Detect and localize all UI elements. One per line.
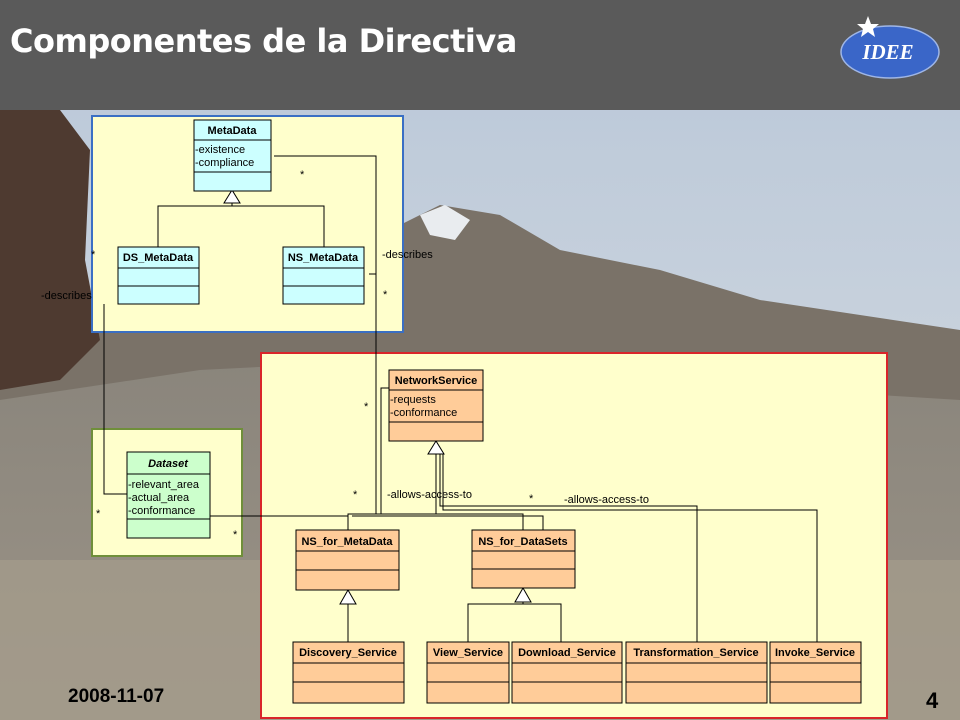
attr-metadata-1: -compliance xyxy=(195,157,254,169)
generalization-line-networkservice-3 xyxy=(442,454,818,642)
attr-dataset-1: -actual_area xyxy=(128,492,190,504)
class-ds-metadata xyxy=(117,246,200,305)
label-allows-access-right: -allows-access-to xyxy=(564,494,649,506)
class-ns-metadata xyxy=(282,246,365,305)
attr-networkservice-0: -requests xyxy=(390,394,436,406)
assoc-describes-right xyxy=(274,155,377,514)
attr-networkservice-1: -conformance xyxy=(390,407,457,419)
mult-8: * xyxy=(233,529,238,541)
triangle-ns-datasets xyxy=(514,586,532,603)
mult-7: * xyxy=(96,508,101,520)
class-ns-for-metadata xyxy=(295,529,400,591)
class-transformation-service xyxy=(625,641,768,704)
mult-2: * xyxy=(91,249,96,261)
idee-logo xyxy=(840,16,940,79)
mult-4: * xyxy=(364,401,369,413)
class-name-ns-metadata: NS_MetaData xyxy=(288,252,359,264)
triangle-networkservice xyxy=(427,440,445,455)
assoc-networkservice-ns xyxy=(380,387,391,514)
class-metadata xyxy=(193,119,272,192)
class-name-invoke-service: Invoke_Service xyxy=(775,647,855,659)
assoc-dataset-access xyxy=(210,515,544,532)
class-name-networkservice: NetworkService xyxy=(395,375,478,387)
class-name-transformation-service: Transformation_Service xyxy=(633,647,758,659)
generalization-line-networkservice-2 xyxy=(439,454,698,642)
class-name-dataset: Dataset xyxy=(148,458,189,470)
class-name-discovery-service: Discovery_Service xyxy=(299,647,397,659)
triangle-metadata xyxy=(223,189,241,204)
class-invoke-service xyxy=(769,641,862,704)
class-discovery-service xyxy=(292,641,405,704)
class-networkservice xyxy=(388,369,484,442)
class-ns-for-datasets xyxy=(471,529,576,589)
page-number: 4 xyxy=(926,688,939,713)
slide-date: 2008-11-07 xyxy=(68,686,165,707)
class-name-ns-for-metadata: NS_for_MetaData xyxy=(301,536,393,548)
attr-dataset-2: -conformance xyxy=(128,505,195,517)
class-name-metadata: MetaData xyxy=(208,125,258,137)
class-dataset xyxy=(126,451,211,539)
mult-6: * xyxy=(529,493,534,505)
class-download-service xyxy=(511,641,623,704)
label-describes-left: -describes xyxy=(41,290,92,302)
class-name-ds-metadata: DS_MetaData xyxy=(123,252,194,264)
star-icon xyxy=(857,16,879,37)
attr-dataset-0: -relevant_area xyxy=(128,479,200,491)
assoc-describes-left xyxy=(103,304,128,495)
mult-5: * xyxy=(353,489,358,501)
label-allows-access-left: -allows-access-to xyxy=(387,489,472,501)
attr-metadata-0: -existence xyxy=(195,144,245,156)
class-name-view-service: View_Service xyxy=(433,647,503,659)
slide-title: Componentes de la Directiva xyxy=(10,22,517,60)
label-describes-right: -describes xyxy=(382,249,433,261)
class-name-download-service: Download_Service xyxy=(518,647,616,659)
class-name-ns-for-datasets: NS_for_DataSets xyxy=(478,536,567,548)
mult-3: * xyxy=(383,289,388,301)
mult-1: * xyxy=(300,169,305,181)
class-view-service xyxy=(426,641,510,704)
slide-header xyxy=(0,0,960,110)
triangle-ns-metadata xyxy=(339,588,357,605)
logo-text: IDEE xyxy=(862,40,914,64)
